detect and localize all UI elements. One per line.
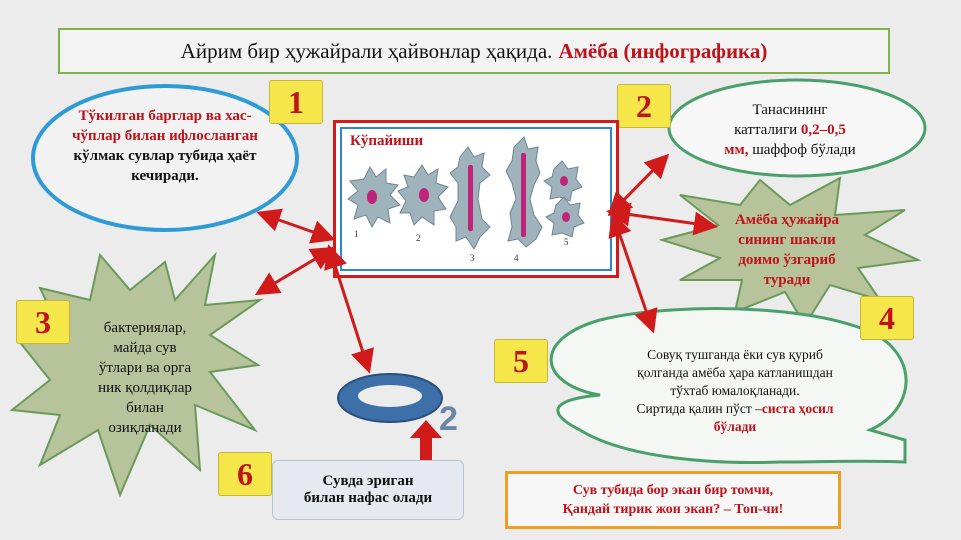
fact4-line: доимо ўзгариб [738, 252, 836, 268]
fact5-line4b: систа ҳосил [761, 401, 834, 416]
title-highlight: Амёба (инфографика) [558, 38, 768, 63]
reproduction-image-frame: Кўпайиши 1 2 3 4 [333, 120, 619, 278]
arrow-to-fact2 [607, 153, 670, 217]
fact4-line: сининг шакли [738, 232, 836, 248]
reproduction-label: Кўпайиши [350, 133, 424, 149]
fact5-text: Совуқ тушганда ёки сув қуриб қолганда ам… [575, 346, 895, 436]
number-badge-4: 4 [860, 296, 914, 340]
fact2-text: Танасининг катталиги 0,2–0,5 мм, шаффоф … [690, 100, 890, 160]
fact3-line: билан [126, 400, 164, 416]
number-badge-2: 2 [617, 84, 671, 128]
fact4-line: Амёба ҳужайра [734, 212, 840, 228]
number-badge-6: 6 [218, 452, 272, 496]
stage-number: 2 [416, 233, 421, 243]
fact5-line1: Совуқ тушганда ёки сув қуриб [647, 347, 823, 362]
fact3-line: бактериялар, [103, 320, 187, 336]
fact3-line: ўтлари ва орга [98, 360, 192, 376]
fact6-line1: Сувда эриган [322, 473, 414, 489]
o2-ring-icon [337, 373, 443, 423]
fact4-text: Амёба ҳужайра сининг шакли доимо ўзгариб… [712, 210, 862, 290]
title-banner: Айрим бир ҳужайрали ҳайвонлар ҳақида. Ам… [58, 28, 890, 74]
fact3-star [9, 251, 264, 498]
fact2-line2b: 0,2–0,5 [800, 122, 846, 138]
fact5-line3: тўхтаб юмалоқланади. [670, 383, 800, 398]
amoeba-illustration: 1 2 3 4 5 [347, 136, 585, 263]
fact6-box: Сувда эриган билан нафас олади [272, 460, 464, 520]
fact1-red: Тўкилган барглар ва хас-чўплар билан ифл… [72, 108, 258, 144]
fact2-line3a: мм, [724, 142, 749, 158]
title-main: Айрим бир ҳужайрали ҳайвонлар ҳақида. [180, 38, 553, 63]
number-badge-1: 1 [269, 80, 323, 124]
arrow-to-fact3 [254, 246, 336, 296]
fact3-line: майда сув [113, 340, 177, 356]
fact3-line: ник қолдиқлар [98, 380, 192, 396]
fact3-text: бактериялар, майда сув ўтлари ва орга ни… [80, 318, 210, 438]
nucleus-4 [521, 153, 526, 237]
nucleus-2 [419, 188, 429, 202]
o2-graphic: 2 [335, 370, 458, 438]
fact6-line2: билан нафас олади [303, 490, 433, 506]
fact2-line2a: катталиги [734, 122, 798, 138]
number-badge-3: 3 [16, 300, 70, 344]
stage-number: 5 [564, 237, 569, 247]
fact2-line3b: шаффоф бўлади [752, 142, 856, 158]
nucleus-1 [367, 190, 377, 204]
riddle-box: Сув тубида бор экан бир томчи, Қандай ти… [505, 471, 841, 529]
o2-subscript: 2 [439, 400, 458, 438]
fact1-text: Тўкилган барглар ва хас-чўплар билан ифл… [70, 106, 260, 186]
stage-number: 1 [354, 229, 359, 239]
fact5-line4a: Сиртида қалин пўст – [636, 401, 762, 416]
nucleus-5b [562, 212, 570, 222]
fact5-line5: бўлади [713, 419, 757, 434]
arrow-to-fact5 [608, 212, 658, 334]
arrow-to-fact1 [256, 208, 336, 244]
nucleus-3 [468, 165, 473, 231]
stage-number: 3 [470, 253, 475, 263]
fact1-black: кўлмак сувлар тубида ҳаёт кечиради. [73, 148, 257, 184]
riddle-line1: Сув тубида бор экан бир томчи, [572, 483, 774, 498]
arrow-to-o2 [324, 244, 374, 374]
fact2-line1: Танасининг [752, 102, 828, 118]
arrow-to-fact4 [606, 202, 718, 236]
fact5-bubble [549, 307, 908, 465]
fact3-line: озиқланади [108, 420, 182, 436]
stage-number: 4 [514, 253, 519, 263]
riddle-line2: Қандай тирик жон экан? – Топ-чи! [562, 502, 784, 517]
fact4-line: туради [763, 272, 811, 288]
fact5-line2: қолганда амёба ҳара катланишдан [637, 365, 833, 380]
reproduction-image-inner: Кўпайиши 1 2 3 4 [340, 127, 612, 271]
fact1-ellipse [31, 84, 299, 232]
fact2-ellipse [667, 78, 927, 178]
nucleus-5a [560, 176, 568, 186]
number-badge-5: 5 [494, 339, 548, 383]
up-arrow-icon [410, 420, 442, 462]
